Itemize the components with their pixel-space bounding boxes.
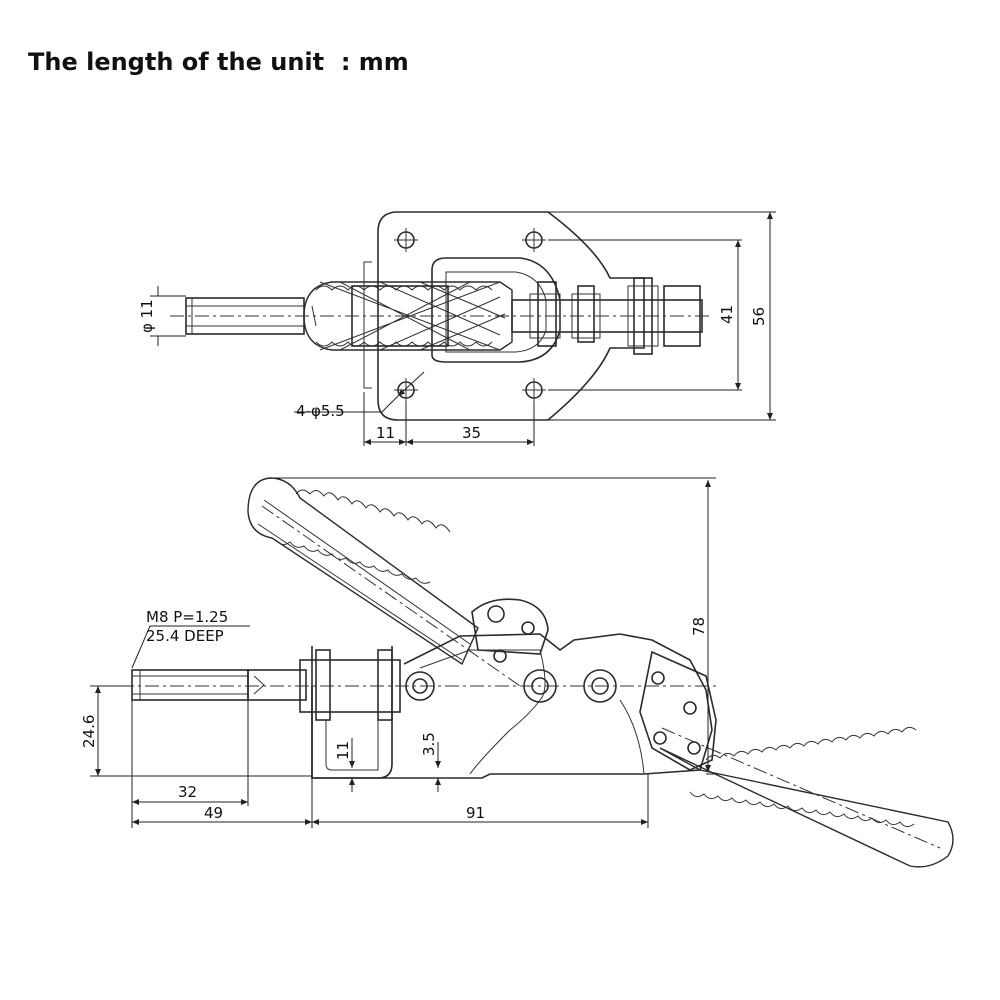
dim-base-length: 91 <box>466 804 485 822</box>
handle-lower-grip <box>659 747 954 868</box>
clamp-body <box>311 633 713 779</box>
dim-holes: 4-φ5.5 <box>296 402 345 420</box>
rod-sleeve <box>247 669 307 701</box>
dim-edge-offset: 11 <box>376 424 395 442</box>
dim-overall-height: 56 <box>750 307 768 326</box>
link-a <box>537 281 557 347</box>
mounting-holes <box>394 228 546 402</box>
link-b <box>577 285 595 343</box>
unit-note: The length of the unit : mm <box>28 48 409 76</box>
thread-note-2: 25.4 DEEP <box>146 627 224 645</box>
dim-small-gap: 3.5 <box>420 732 438 756</box>
handle-link <box>471 598 549 655</box>
handle-upper-grip <box>247 477 479 666</box>
dim-rod-dia: φ 11 <box>138 299 156 333</box>
dim-rod-length: 49 <box>204 804 223 822</box>
dim-rod-to-base: 11 <box>334 741 352 760</box>
thread-note-1: M8 P=1.25 <box>146 608 228 626</box>
dim-hole-spacing-h: 35 <box>462 424 481 442</box>
top-view: φ 11 41 56 4-φ5.5 11 35 <box>138 211 776 446</box>
side-view: M8 P=1.25 25.4 DEEP 78 24.6 11 3.5 32 49… <box>80 477 954 868</box>
dim-height: 78 <box>690 617 708 636</box>
base-plate <box>377 211 645 421</box>
dim-hole-spacing-v: 41 <box>718 305 736 324</box>
threaded-end <box>131 669 249 701</box>
side-bracket <box>311 646 393 779</box>
dim-base-to-axis: 24.6 <box>80 715 98 748</box>
dim-thread-length: 32 <box>178 783 197 801</box>
